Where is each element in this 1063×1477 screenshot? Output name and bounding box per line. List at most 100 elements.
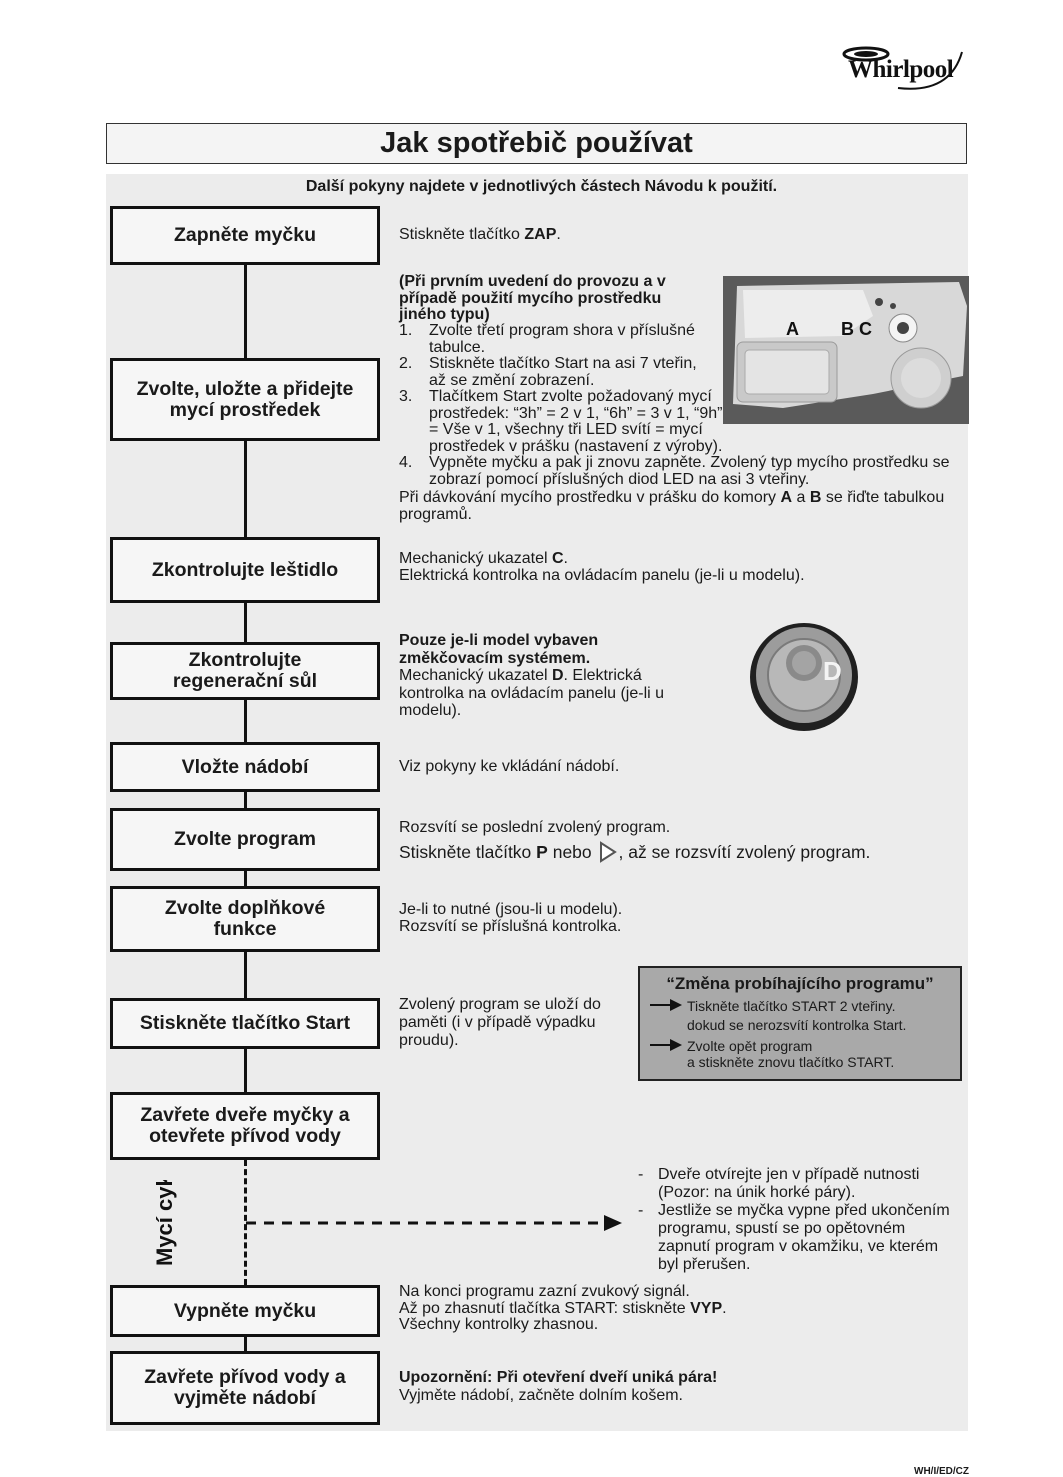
step-label: Zkontrolujte leštidlo bbox=[152, 560, 338, 581]
connector-line bbox=[244, 603, 247, 642]
step-label: Zapněte myčku bbox=[174, 225, 316, 246]
desc-detergent-list-item4: 4. Vypněte myčku a pak ji znovu zapněte. … bbox=[399, 455, 969, 523]
step-label: Zavřete přívod vody a vyjměte nádobí bbox=[131, 1367, 359, 1409]
desc-heading: (Při prvním uvedení do provozu a v přípa… bbox=[399, 273, 666, 323]
desc-select-program: Rozsvítí se poslední zvolený program. St… bbox=[399, 820, 939, 863]
list-text: Zvolte třetí program shora v příslušné t… bbox=[429, 322, 695, 356]
desc-turn-off: Na konci programu zazní zvukový signál. … bbox=[399, 1284, 939, 1334]
arrow-head-icon bbox=[604, 1215, 622, 1231]
step-label: Vypněte myčku bbox=[174, 1301, 316, 1322]
step-label: Zavřete dveře myčky a otevřete přívod vo… bbox=[127, 1105, 363, 1147]
step-label: Zvolte, uložte a přidejte mycí prostřede… bbox=[125, 379, 365, 421]
connector-line bbox=[244, 265, 247, 358]
desc-line: Všechny kontrolky zhasnou. bbox=[399, 1317, 939, 1334]
desc-detergent-heading: (Při prvním uvedení do provozu a v přípa… bbox=[399, 274, 699, 324]
step-label: Zvolte doplňkové funkce bbox=[153, 898, 337, 940]
list-item: 4. Vypněte myčku a pak ji znovu zapněte. … bbox=[399, 455, 969, 488]
step-label: Vložte nádobí bbox=[182, 757, 309, 778]
step-label: Zvolte program bbox=[174, 829, 316, 850]
photo-label-a: A bbox=[786, 319, 799, 339]
page-title: Jak spotřebič používat bbox=[380, 127, 693, 160]
desc-warning: Upozornění: Při otevření dveří uniká pár… bbox=[399, 1369, 717, 1386]
arrow-right-icon bbox=[650, 998, 682, 1012]
list-item: -Jestliže se myčka vypne před ukončením … bbox=[638, 1202, 958, 1274]
desc-rinse-aid: Mechanický ukazatel C. Elektrická kontro… bbox=[399, 551, 939, 584]
desc-press-start: Zvolený program se uloží do paměti (i v … bbox=[399, 996, 635, 1050]
document-code: WH/I/ED/CZ bbox=[914, 1466, 969, 1477]
list-text: Tlačítkem Start zvolte požadovaný mycí p… bbox=[429, 388, 722, 455]
list-dash: - bbox=[638, 1166, 643, 1184]
list-number: 4. bbox=[399, 455, 412, 472]
program-change-notice: “Změna probíhajícího programu” Tiskněte … bbox=[638, 966, 962, 1081]
page-subtitle: Další pokyny najdete v jednotlivých část… bbox=[106, 178, 977, 196]
desc-bold: C bbox=[552, 550, 564, 567]
step-box-salt: Zkontrolujte regenerační sůl bbox=[110, 642, 380, 700]
desc-line: Vyjměte nádobí, začněte dolním košem. bbox=[399, 1387, 939, 1405]
step-box-turn-off: Vypněte myčku bbox=[110, 1285, 380, 1337]
notice-line: Zvolte opět program bbox=[687, 1038, 812, 1054]
step-box-close-door: Zavřete dveře myčky a otevřete přívod vo… bbox=[110, 1092, 380, 1160]
desc-heading: Pouze je-li model vybaven změkčovacím sy… bbox=[399, 632, 598, 667]
desc-close-water: Upozornění: Při otevření dveří uniká pár… bbox=[399, 1369, 939, 1405]
list-number: 1. bbox=[399, 323, 412, 340]
list-item: 1. Zvolte třetí program shora v příslušné… bbox=[399, 323, 699, 356]
desc-salt: Pouze je-li model vybaven změkčovacím sy… bbox=[399, 632, 699, 720]
desc-bold: A bbox=[781, 489, 793, 506]
gauge-label-d: D bbox=[823, 656, 842, 686]
list-text: Stiskněte tlačítko Start na asi 7 vteřin… bbox=[429, 355, 697, 389]
step-box-select-program: Zvolte program bbox=[110, 808, 380, 871]
desc-text: Při dávkování mycího prostředku v prášku… bbox=[399, 489, 781, 506]
desc-line: Stiskněte tlačítko P nebo , až se rozsví… bbox=[399, 841, 939, 863]
page-title-box: Jak spotřebič používat bbox=[106, 123, 967, 164]
step-box-detergent: Zvolte, uložte a přidejte mycí prostřede… bbox=[110, 358, 380, 441]
brand-name: Whirlpool bbox=[848, 56, 953, 84]
list-number: 3. bbox=[399, 389, 412, 406]
list-text: Jestliže se myčka vypne před ukončením p… bbox=[658, 1202, 950, 1273]
cycle-label: Mycí cyklus bbox=[124, 1180, 184, 1270]
step-label: Stiskněte tlačítko Start bbox=[140, 1013, 350, 1034]
desc-line: Na konci programu zazní zvukový signál. bbox=[399, 1284, 939, 1301]
connector-line bbox=[244, 871, 247, 886]
list-item: 2. Stiskněte tlačítko Start na asi 7 vteř… bbox=[399, 356, 699, 389]
step-box-extra-functions: Zvolte doplňkové funkce bbox=[110, 886, 380, 952]
desc-bold: D bbox=[552, 667, 564, 684]
desc-text: . bbox=[722, 1300, 726, 1317]
notice-line: Tiskněte tlačítko START 2 vteřiny. bbox=[687, 998, 896, 1014]
next-button-icon bbox=[597, 841, 619, 863]
desc-line: Až po zhasnutí tlačítka START: stiskněte… bbox=[399, 1301, 939, 1318]
cycle-dashed-arrow bbox=[246, 1212, 626, 1234]
connector-line bbox=[244, 1337, 247, 1351]
desc-line: Mechanický ukazatel D. Elektrická kontro… bbox=[399, 667, 699, 720]
notice-title: “Změna probíhajícího programu” bbox=[640, 974, 960, 994]
notice-line: dokud se nerozsvítí kontrolka Start. bbox=[687, 1017, 906, 1033]
connector-line bbox=[244, 1049, 247, 1092]
desc-text: Stiskněte tlačítko bbox=[399, 226, 524, 243]
desc-note: Při dávkování mycího prostředku v prášku… bbox=[399, 490, 969, 523]
desc-line: Mechanický ukazatel C. bbox=[399, 551, 939, 568]
desc-detergent-list-top: 1. Zvolte třetí program shora v příslušné… bbox=[399, 323, 699, 389]
list-item: -Dveře otvírejte jen v případě nutnosti … bbox=[638, 1166, 958, 1202]
step-label: Zkontrolujte regenerační sůl bbox=[163, 650, 327, 692]
step-box-rinse-aid: Zkontrolujte leštidlo bbox=[110, 537, 380, 603]
list-dash: - bbox=[638, 1202, 643, 1220]
list-item: 3. Tlačítkem Start zvolte požadovaný mycí… bbox=[399, 389, 729, 455]
arrow-right-icon bbox=[650, 1038, 682, 1052]
desc-text: nebo bbox=[548, 842, 597, 862]
list-text: Vypněte myčku a pak ji znovu zapněte. Zv… bbox=[429, 454, 950, 488]
step-box-load-dishes: Vložte nádobí bbox=[110, 742, 380, 792]
list-number: 2. bbox=[399, 356, 412, 373]
desc-bold: ZAP bbox=[524, 226, 556, 243]
desc-text: Až po zhasnutí tlačítka START: stiskněte bbox=[399, 1300, 690, 1317]
desc-extra-functions: Je-li to nutné (jsou-li u modelu). Rozsv… bbox=[399, 902, 939, 935]
desc-text: . bbox=[564, 550, 568, 567]
desc-line: Rozsvítí se příslušná kontrolka. bbox=[399, 919, 939, 936]
desc-text: Mechanický ukazatel bbox=[399, 667, 552, 684]
salt-indicator-image: D bbox=[743, 622, 863, 732]
desc-text: Mechanický ukazatel bbox=[399, 550, 552, 567]
desc-text: a bbox=[792, 489, 810, 506]
list-text: Dveře otvírejte jen v případě nutnosti (… bbox=[658, 1166, 919, 1201]
desc-load-dishes: Viz pokyny ke vkládání nádobí. bbox=[399, 759, 619, 776]
desc-text: , až se rozsvítí zvolený program. bbox=[619, 842, 871, 862]
desc-bold: P bbox=[536, 842, 548, 862]
desc-line: Rozsvítí se poslední zvolený program. bbox=[399, 820, 939, 837]
